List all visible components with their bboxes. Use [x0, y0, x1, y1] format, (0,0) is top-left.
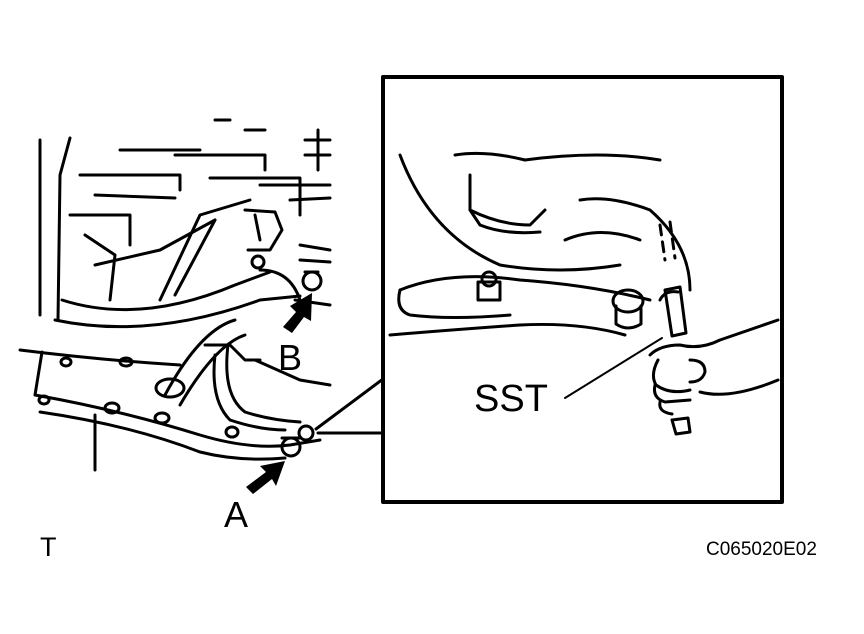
callout-label-sst: SST [474, 378, 548, 420]
callout-label-b: B [278, 337, 303, 378]
arrow-icon [246, 293, 312, 494]
detail-inset-frame [381, 75, 784, 504]
detail-drawing [388, 151, 780, 436]
corner-label-t: T [40, 532, 57, 562]
illustration-code: C065020E02 [706, 539, 817, 560]
callout-label-a: A [224, 494, 249, 535]
overview-drawing [18, 118, 332, 472]
leader-line [314, 377, 385, 431]
